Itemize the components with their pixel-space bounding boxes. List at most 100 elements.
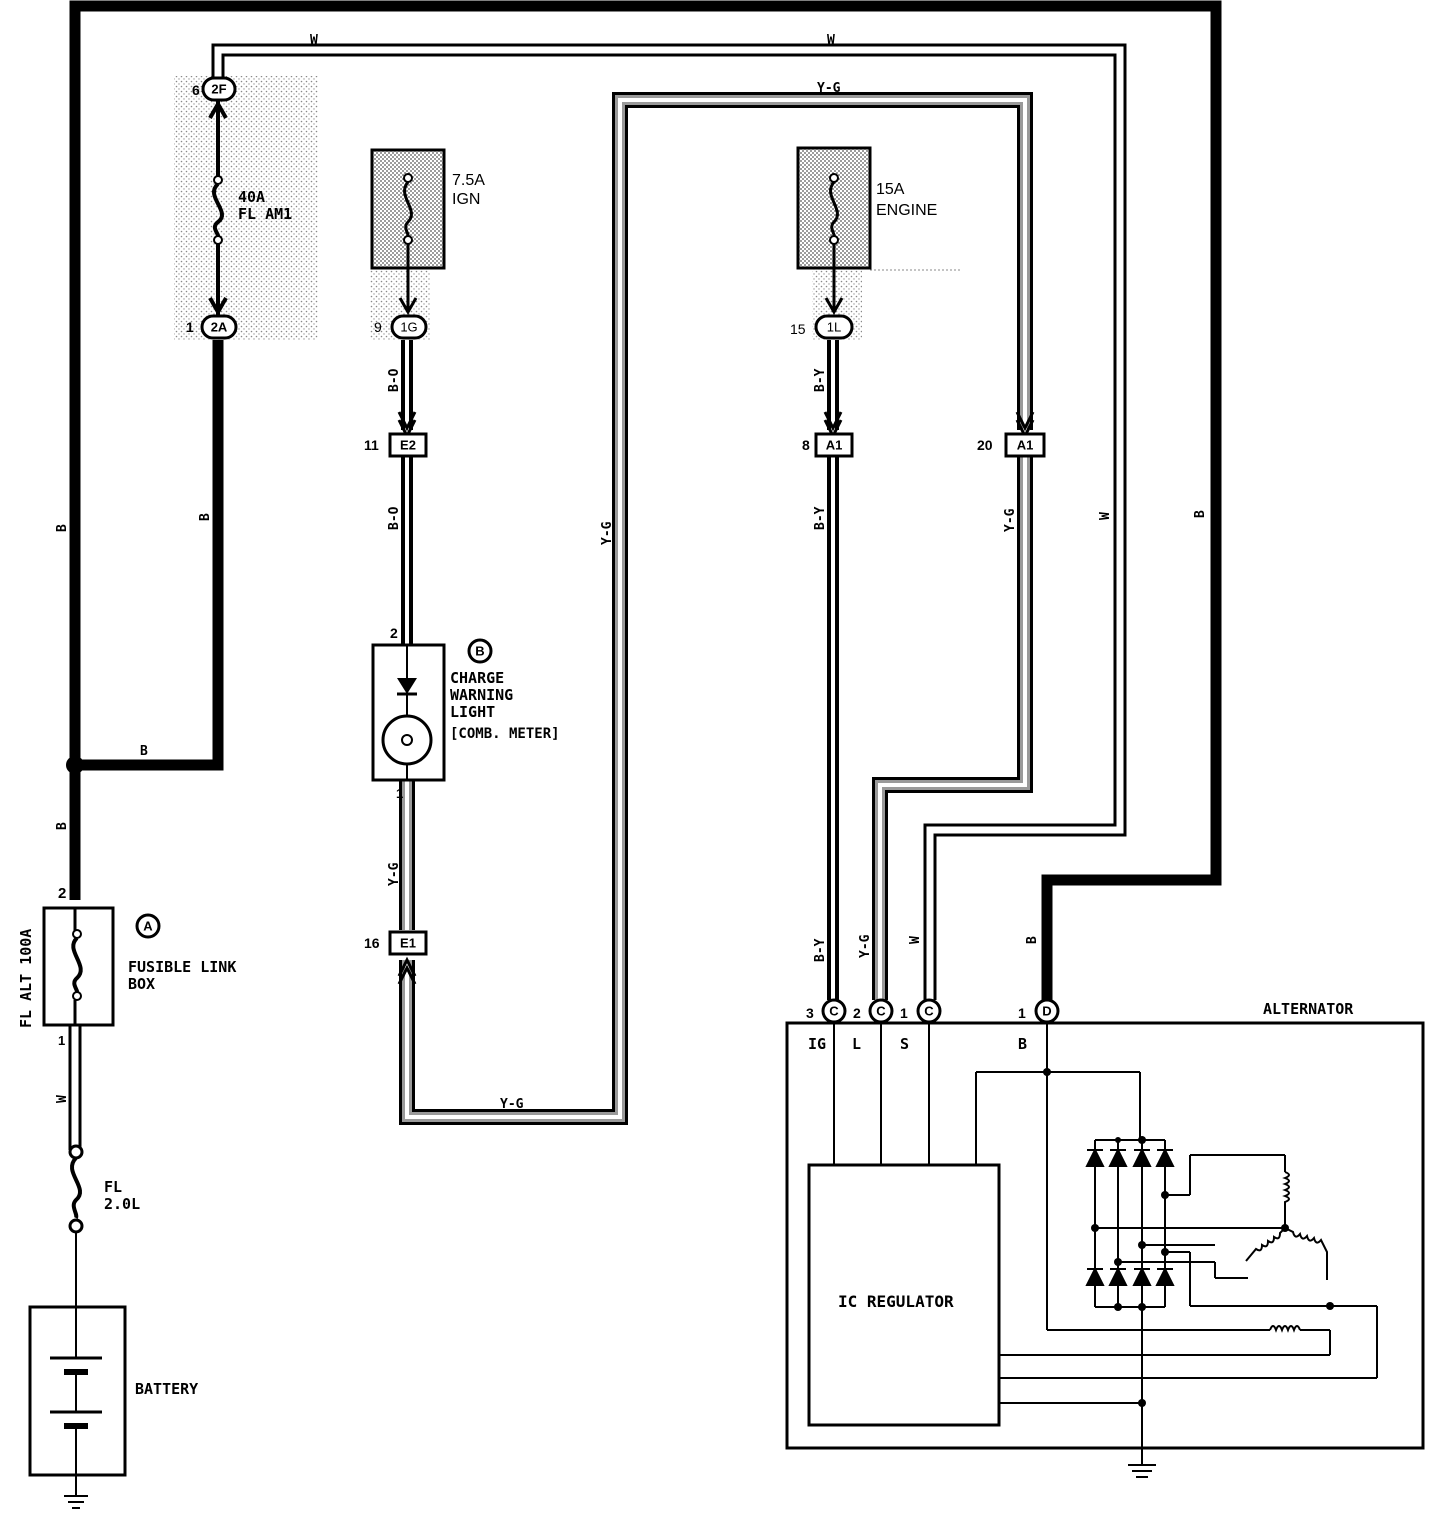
- fusible-link-box: 2 1 FL ALT 100A: [17, 885, 115, 1048]
- svg-text:1: 1: [58, 1033, 65, 1048]
- svg-text:B: B: [55, 524, 70, 532]
- svg-text:W: W: [55, 1095, 70, 1103]
- connector-e1: 16 E1: [364, 930, 428, 985]
- fuse-labels: 40A FL AM1 7.5A IGN 15A ENGINE: [238, 172, 937, 223]
- svg-text:ENGINE: ENGINE: [876, 202, 937, 219]
- svg-text:B: B: [1193, 510, 1208, 518]
- connector-c1: 1 C: [900, 998, 942, 1024]
- connector-c2: 2 C: [853, 998, 894, 1024]
- svg-text:L: L: [852, 1035, 861, 1053]
- svg-text:1G: 1G: [400, 320, 417, 335]
- svg-text:Y-G: Y-G: [817, 81, 841, 96]
- svg-text:B: B: [475, 644, 484, 659]
- svg-text:7.5A: 7.5A: [452, 172, 485, 189]
- svg-text:D: D: [1042, 1004, 1051, 1019]
- svg-text:FUSIBLE LINK: FUSIBLE LINK: [128, 958, 236, 976]
- svg-text:B: B: [140, 744, 148, 759]
- charge-warning-light: 2 1: [371, 625, 446, 801]
- svg-text:B: B: [55, 822, 70, 830]
- svg-text:B: B: [198, 513, 213, 521]
- svg-text:E1: E1: [400, 936, 416, 951]
- svg-text:Y-G: Y-G: [600, 521, 615, 545]
- svg-text:15: 15: [790, 321, 806, 337]
- svg-text:2.0L: 2.0L: [104, 1195, 140, 1213]
- svg-text:WARNING: WARNING: [450, 686, 513, 704]
- b-wire-junction-dot: [66, 756, 84, 774]
- connector-c3: 3 C: [806, 998, 847, 1024]
- svg-text:A1: A1: [1017, 438, 1034, 453]
- svg-text:W: W: [827, 33, 835, 48]
- charge-warning-light-label: B CHARGE WARNING LIGHT [COMB. METER]: [450, 638, 560, 742]
- svg-text:2: 2: [390, 625, 398, 641]
- svg-text:16: 16: [364, 935, 380, 951]
- svg-text:B: B: [1018, 1035, 1027, 1053]
- svg-text:W: W: [1098, 512, 1113, 520]
- svg-text:Y-G: Y-G: [387, 862, 402, 886]
- svg-text:W: W: [908, 936, 923, 944]
- svg-text:2: 2: [853, 1005, 861, 1021]
- svg-text:1L: 1L: [827, 320, 841, 335]
- svg-text:Y-G: Y-G: [858, 934, 873, 958]
- svg-text:B-O: B-O: [387, 368, 402, 392]
- svg-text:[COMB. METER]: [COMB. METER]: [450, 726, 560, 742]
- svg-text:A1: A1: [826, 438, 843, 453]
- connector-1l: 15 1L: [790, 314, 854, 340]
- svg-text:CHARGE: CHARGE: [450, 669, 504, 687]
- svg-text:C: C: [924, 1004, 934, 1019]
- svg-text:LIGHT: LIGHT: [450, 703, 495, 721]
- w-wire: [211, 43, 1127, 1000]
- connector-d1: 1 D: [1018, 998, 1060, 1024]
- svg-text:11: 11: [364, 437, 379, 453]
- svg-text:B-Y: B-Y: [813, 368, 828, 392]
- svg-text:2: 2: [58, 885, 66, 902]
- yg-wire-alternator: [872, 455, 1033, 1000]
- junction-block-shade-am1: [174, 76, 318, 340]
- svg-text:15A: 15A: [876, 181, 905, 198]
- connector-a1-8: 8 A1: [802, 411, 854, 458]
- svg-text:C: C: [876, 1004, 886, 1019]
- svg-text:FL AM1: FL AM1: [238, 205, 292, 223]
- connector-2a: 1 2A: [186, 314, 238, 340]
- battery: BATTERY: [28, 1305, 198, 1509]
- alternator-junction-dots: [1043, 1068, 1334, 1407]
- svg-text:S: S: [900, 1035, 909, 1053]
- svg-text:1: 1: [1018, 1005, 1026, 1021]
- svg-text:1: 1: [900, 1005, 908, 1021]
- fusible-link-label: A FUSIBLE LINK BOX: [128, 913, 236, 993]
- fuse-engine: [824, 173, 844, 316]
- alternator: [785, 1021, 1425, 1478]
- svg-text:Y-G: Y-G: [1003, 508, 1018, 532]
- svg-text:2A: 2A: [211, 320, 228, 335]
- svg-text:9: 9: [374, 319, 382, 335]
- alternator-labels: ALTERNATOR IC REGULATOR IG L S B: [808, 1000, 1354, 1311]
- fuse-am1: [208, 99, 228, 317]
- b-wire-heavy: [69, 0, 1222, 1000]
- connector-a1-20: 20 A1: [977, 411, 1046, 458]
- svg-text:BOX: BOX: [128, 975, 155, 993]
- svg-text:40A: 40A: [238, 188, 265, 206]
- connector-1g: 9 1G: [374, 314, 428, 340]
- svg-text:FL: FL: [104, 1178, 122, 1196]
- connector-2f: 6 2F: [192, 76, 237, 102]
- svg-text:IC REGULATOR: IC REGULATOR: [838, 1292, 954, 1311]
- svg-text:B-Y: B-Y: [813, 938, 828, 962]
- svg-text:W: W: [310, 33, 318, 48]
- svg-text:6: 6: [192, 82, 200, 98]
- fuse-fl-2l: FL 2.0L: [68, 1144, 140, 1307]
- fuse-ign: [398, 173, 418, 316]
- svg-text:B-Y: B-Y: [813, 506, 828, 530]
- connector-e2: 11 E2: [364, 411, 428, 458]
- svg-text:IG: IG: [808, 1035, 826, 1053]
- svg-text:B: B: [1025, 936, 1040, 944]
- svg-text:2F: 2F: [211, 82, 226, 97]
- yg-wire-loop: [399, 92, 1033, 1125]
- svg-text:Y-G: Y-G: [500, 1097, 524, 1112]
- svg-text:3: 3: [806, 1005, 814, 1021]
- svg-text:IGN: IGN: [452, 191, 480, 208]
- rectifier-diodes: [1085, 1147, 1175, 1286]
- wire-color-labels: W W Y-G B Y-G B B B B-O B-O Y-G Y-G B-Y …: [55, 33, 1208, 1112]
- svg-text:1: 1: [396, 786, 403, 801]
- svg-text:ALTERNATOR: ALTERNATOR: [1263, 1000, 1354, 1018]
- svg-text:20: 20: [977, 437, 993, 453]
